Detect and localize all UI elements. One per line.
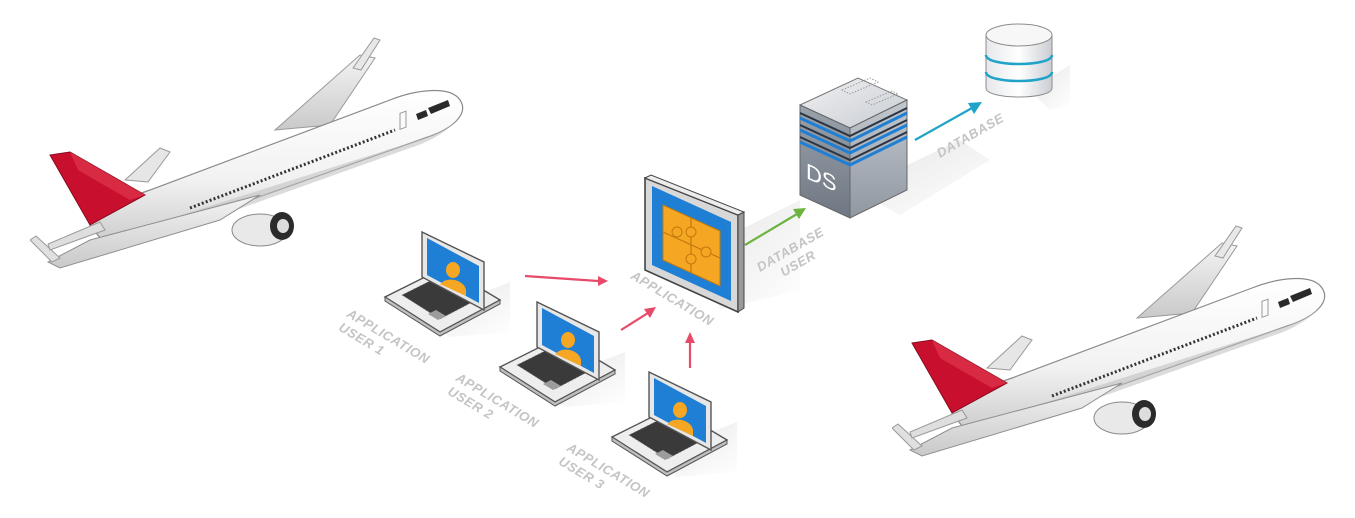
airplane-icon bbox=[892, 224, 1327, 458]
user-arrows bbox=[524, 274, 695, 368]
laptop-user-3-icon bbox=[611, 371, 737, 477]
arrow-application-to-ds bbox=[744, 208, 806, 246]
database-cylinder-icon bbox=[984, 23, 1070, 110]
arrow-user2-to-application bbox=[620, 307, 656, 331]
puzzle-icon bbox=[662, 204, 721, 287]
ds-server-icon: DS bbox=[798, 77, 990, 219]
arrow-user1-to-application bbox=[524, 274, 608, 286]
laptop-user-1-icon bbox=[384, 231, 510, 337]
arrow-user3-to-application bbox=[685, 332, 695, 368]
application-monitor-icon bbox=[643, 174, 800, 314]
airplane-icon bbox=[30, 36, 465, 270]
arrow-ds-to-database bbox=[914, 102, 982, 141]
laptop-user-2-icon bbox=[499, 301, 625, 407]
